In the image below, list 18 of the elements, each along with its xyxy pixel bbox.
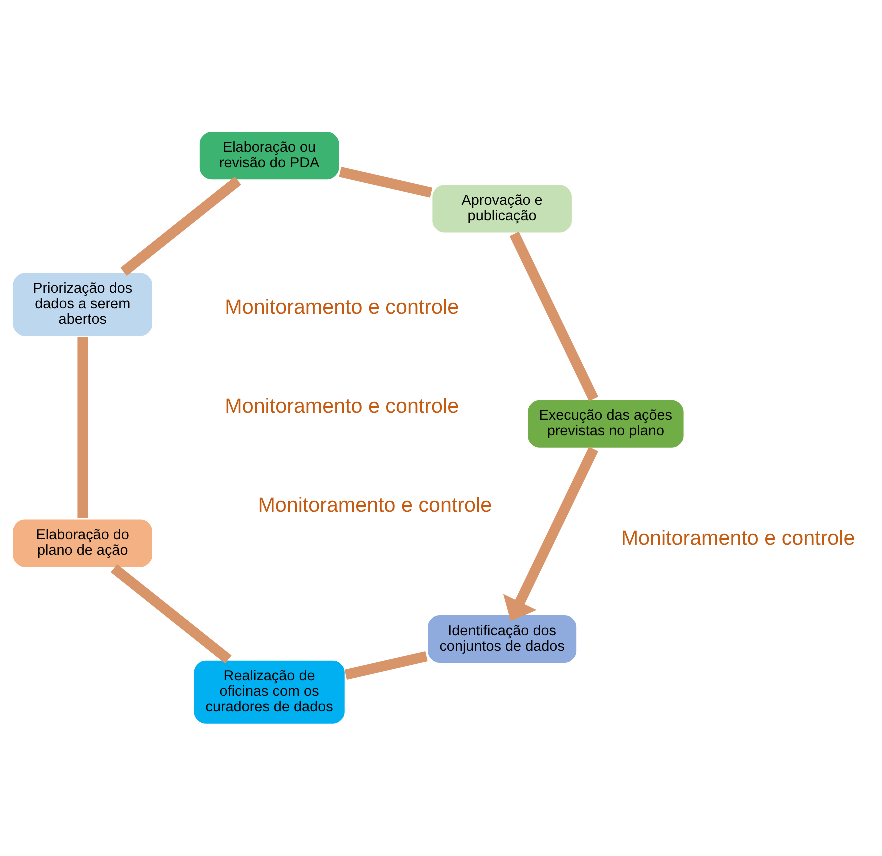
- connector: [110, 564, 232, 664]
- label: Monitoramento e controle: [258, 494, 492, 517]
- connector: [339, 167, 433, 198]
- arrow: [503, 446, 598, 622]
- label: Monitoramento e controle: [225, 394, 460, 418]
- node-box: Identificação dos conjuntos de dados: [426, 613, 579, 666]
- node-box: Aprovação e publicação: [430, 183, 574, 235]
- node-box: Elaboração do plano de ação: [11, 518, 155, 570]
- label: Monitoramento e controle: [225, 296, 460, 319]
- connector: [510, 232, 599, 402]
- node-box: Priorização dos dados a serem abertos: [11, 271, 155, 338]
- connector: [120, 176, 242, 276]
- connector: [78, 337, 88, 518]
- connector: [344, 651, 428, 680]
- node-box: Elaboração ou revisão do PDA: [198, 130, 342, 182]
- label: Monitoramento e controle: [621, 526, 856, 550]
- node-box: Execução das ações previstas no plano: [526, 398, 686, 450]
- node-box: Realização de oficinas com os curadores de dados: [192, 658, 347, 726]
